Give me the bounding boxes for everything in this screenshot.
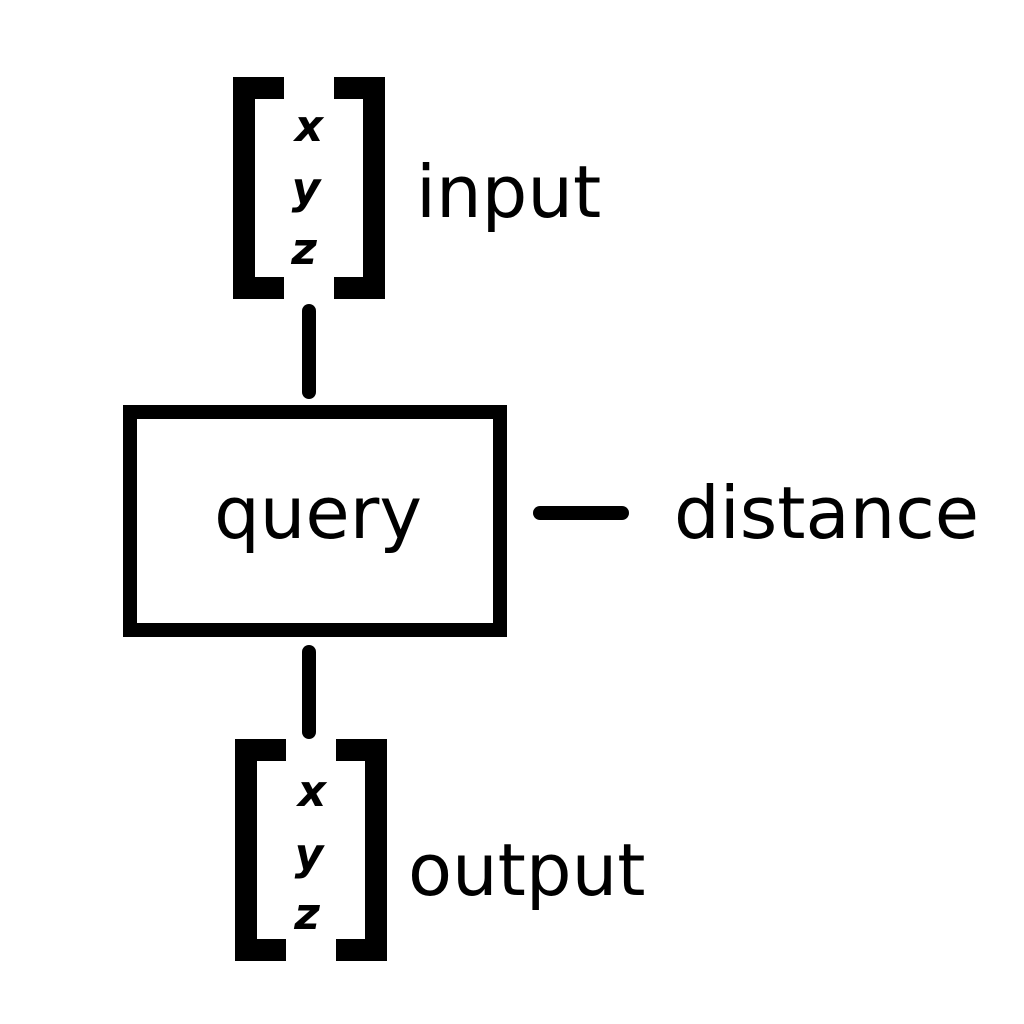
output-component-x: x	[296, 766, 328, 817]
input-left-bracket	[233, 77, 284, 299]
input-component-z: z	[290, 224, 317, 275]
output-component-y: y	[295, 829, 326, 880]
output-right-bracket	[336, 739, 387, 961]
input-vector: x y z	[233, 77, 385, 299]
output-label: output	[408, 828, 645, 912]
query-box	[123, 405, 507, 637]
query-label: query	[214, 471, 422, 555]
output-vector: x y z	[235, 739, 387, 961]
input-component-y: y	[292, 163, 323, 214]
distance-label: distance	[674, 471, 979, 555]
input-right-bracket	[334, 77, 385, 299]
output-left-bracket	[235, 739, 286, 961]
input-component-x: x	[293, 101, 325, 152]
input-label: input	[416, 150, 601, 234]
output-component-z: z	[293, 889, 320, 940]
